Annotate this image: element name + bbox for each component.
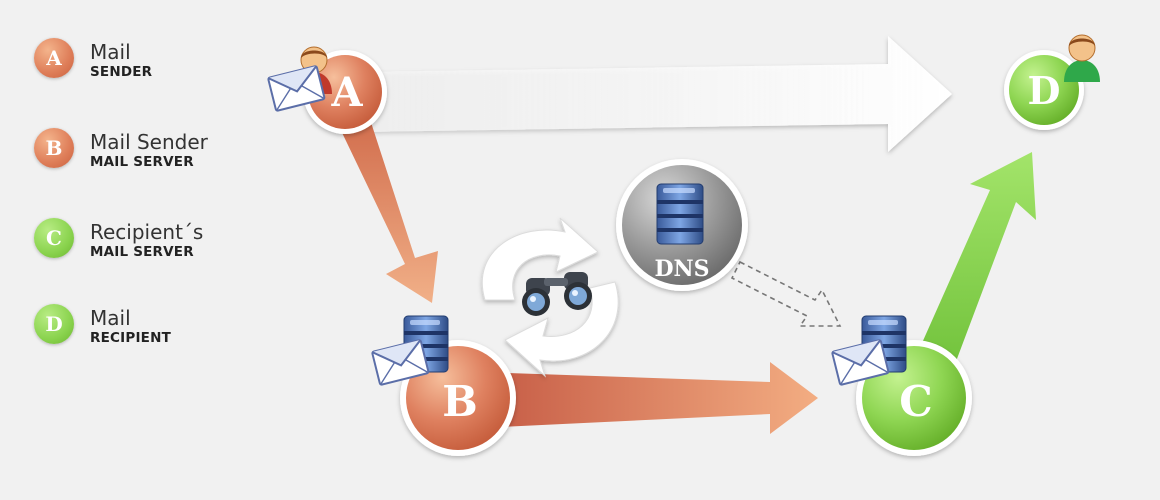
legend-sub-d: RECIPIENT [90,330,171,346]
legend-main-d: Mail [90,306,131,330]
arrow-b-to-c [480,362,818,434]
envelope-icon [831,339,890,386]
server-icon [656,183,704,245]
legend-item-c: C Recipient´s MAIL SERVER [34,218,294,268]
dns-node: DNS [616,159,748,291]
legend-main-b: Mail Sender [90,130,208,154]
legend-sub-a: SENDER [90,64,153,80]
legend-item-d: D Mail RECIPIENT [34,304,294,354]
envelope-icon [371,339,430,386]
legend-item-a: A Mail SENDER [34,38,294,88]
user-icon [1064,34,1100,82]
envelope-icon [267,65,326,112]
legend-badge-b: B [34,128,74,168]
legend-main-c: Recipient´s [90,220,204,244]
arrow-dns-to-c [730,260,842,327]
node-b-letter: B [442,377,478,426]
legend-badge-c: C [34,218,74,258]
node-c-letter: C [899,377,932,426]
refresh-arrows-icon [481,217,619,378]
node-d-letter: D [1028,68,1061,113]
binoculars-icon [522,272,592,316]
legend-main-a: Mail [90,40,131,64]
legend-sub-c: MAIL SERVER [90,244,194,260]
legend-badge-a: A [34,38,74,78]
node-a-letter: A [330,69,363,116]
legend-sub-b: MAIL SERVER [90,154,194,170]
arrow-a-to-d [360,36,952,152]
legend-badge-d: D [34,304,74,344]
dns-label: DNS [654,256,709,282]
legend-item-b: B Mail Sender MAIL SERVER [34,128,294,178]
arrow-c-to-d [918,152,1036,372]
node-a: A [303,50,387,134]
arrow-a-to-b [335,110,438,303]
node-d: D [1004,50,1084,130]
